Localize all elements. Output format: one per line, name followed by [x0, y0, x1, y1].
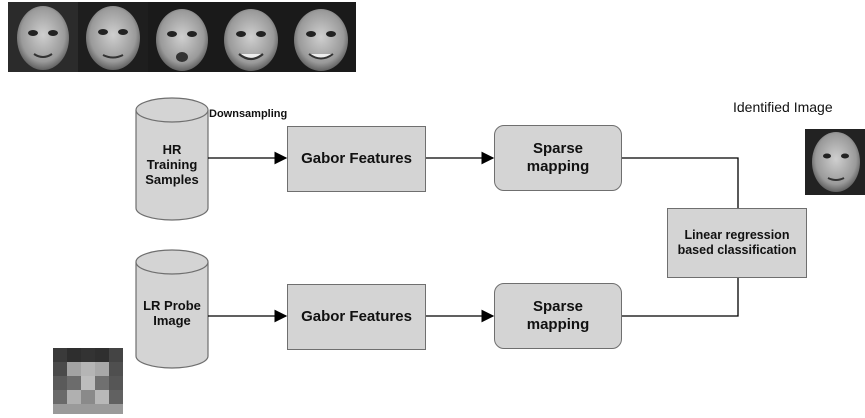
lr-probe-image-label: LR Probe Image — [143, 298, 201, 328]
hr-training-cylinder — [135, 97, 209, 221]
lr-probe-cylinder — [135, 249, 209, 369]
line-sparse-bottom-to-classifier — [622, 278, 739, 317]
gabor-features-bottom-box: Gabor Features — [287, 284, 426, 350]
gabor-features-top-box: Gabor Features — [287, 126, 426, 192]
face-photo — [8, 2, 78, 72]
identified-image-label: Identified Image — [733, 99, 833, 115]
sparse-mapping-top-box: Sparse mapping — [494, 125, 622, 191]
face-photo — [216, 2, 286, 72]
identified-face-photo — [805, 129, 865, 195]
face-photo — [148, 2, 216, 72]
line-sparse-top-to-classifier — [622, 157, 739, 208]
face-photo — [78, 2, 148, 72]
sparse-mapping-bottom-box: Sparse mapping — [494, 283, 622, 349]
face-photo — [286, 2, 356, 72]
downsampling-label: Downsampling — [209, 108, 288, 120]
linear-regression-classification-box: Linear regression based classification — [667, 208, 807, 278]
hr-training-samples-label: HR Training Samples — [145, 142, 199, 187]
low-resolution-probe-face — [53, 348, 123, 414]
